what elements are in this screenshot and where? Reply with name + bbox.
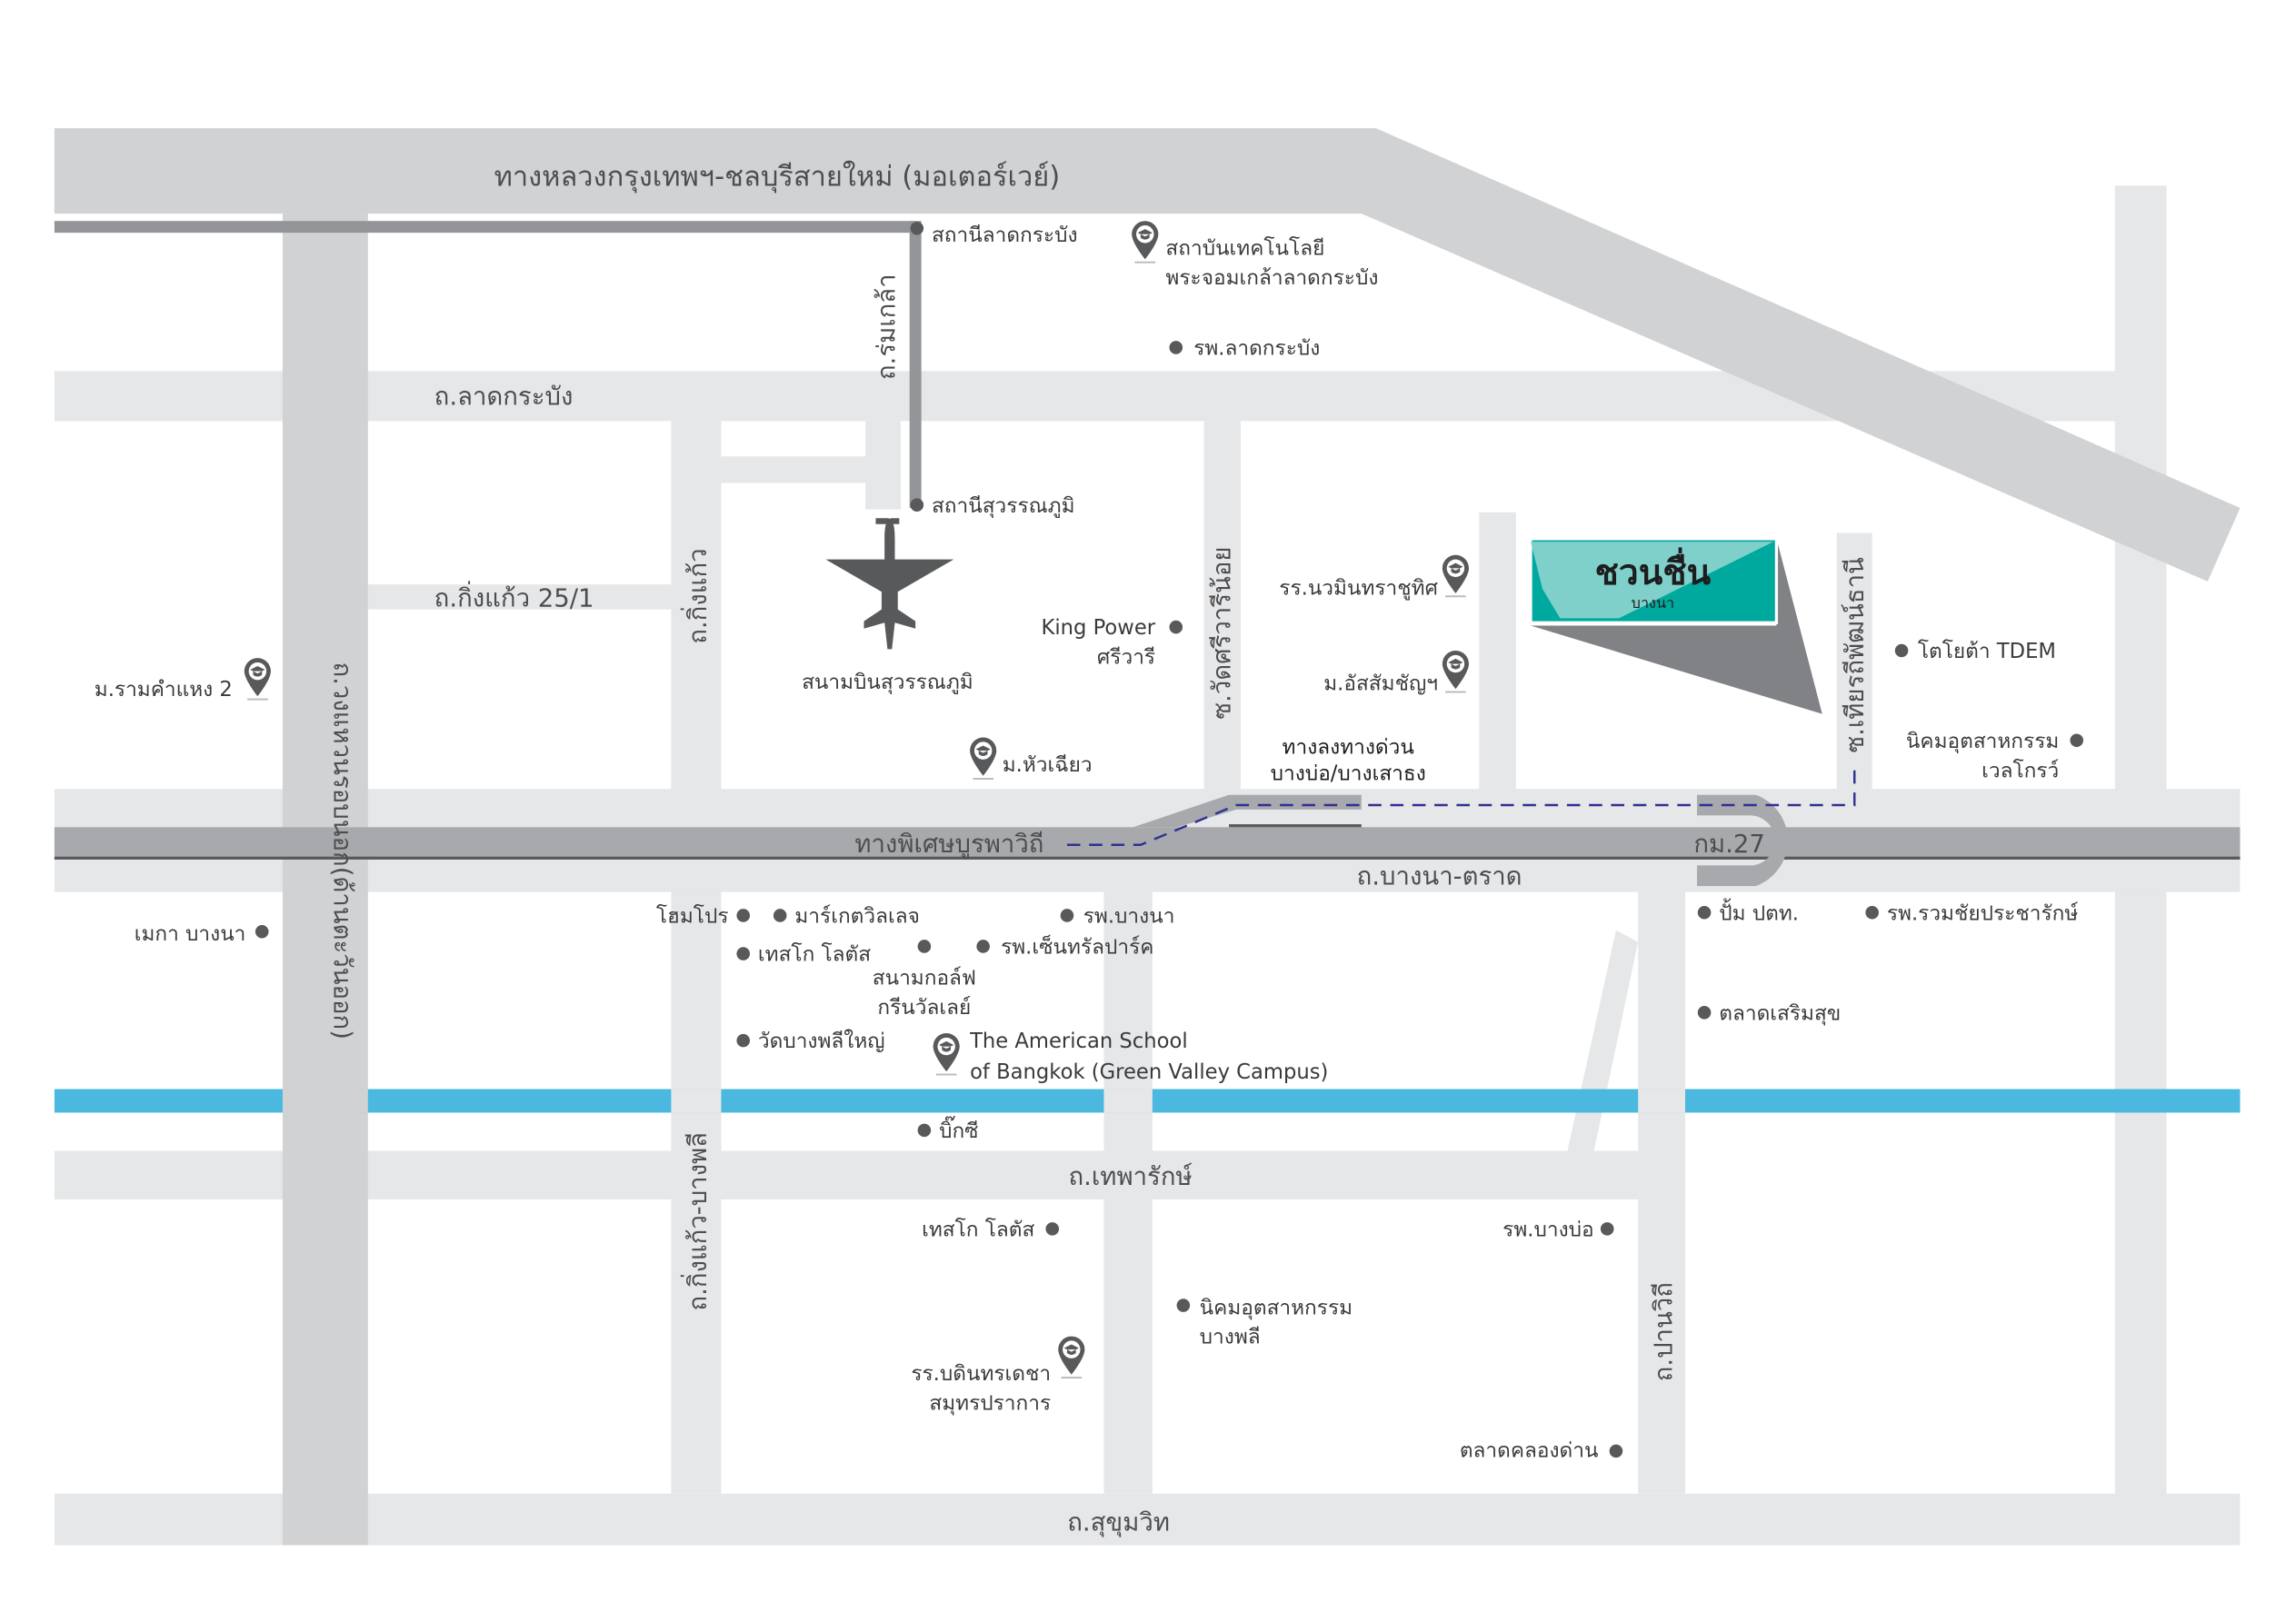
place-soemsuk: ตลาดเสริมสุข bbox=[1719, 1001, 1841, 1025]
place-ruamchai: รพ.รวมชัยประชารักษ์ bbox=[1887, 901, 2079, 925]
label-ring-road: ถ.วงแหวนรอบนอก(ด้านตะวันออก) bbox=[328, 662, 357, 1040]
school-pin-icon bbox=[970, 737, 997, 781]
place-suvarnabhumi-station: สถานีสุวรรณภูมิ bbox=[932, 494, 1075, 518]
place-kmitl-2: พระจอมเกล้าลาดกระบัง bbox=[1165, 266, 1378, 290]
u-turn-km27 bbox=[1696, 794, 1788, 887]
label-theparak: ถ.เทพารักษ์ bbox=[1069, 1162, 1193, 1191]
place-toyota: โตโยต้า TDEM bbox=[1918, 639, 2056, 663]
place-bangna-hospital: รพ.บางนา bbox=[1083, 905, 1175, 929]
place-king-power-2: ศรีวารี bbox=[1097, 646, 1155, 670]
label-rom-klao: ถ.ร่มเกล้า bbox=[872, 274, 901, 380]
label-wat-si-wari: ซ.วัดศรีวารีน้อย bbox=[1208, 547, 1237, 720]
expressway-ramp bbox=[1133, 794, 1362, 828]
place-wat-bang-phli: วัดบางพลีใหญ่ bbox=[758, 1029, 885, 1053]
place-golf-1: สนามกอล์ฟ bbox=[873, 966, 976, 990]
place-bang-bo-hospital: รพ.บางบ่อ bbox=[1502, 1218, 1593, 1241]
label-lat-krabang: ถ.ลาดกระบัง bbox=[434, 383, 574, 412]
place-wellgrow-2: เวลโกรว์ bbox=[1982, 758, 2059, 782]
road-wat-si-wari bbox=[1203, 421, 1242, 795]
school-pin-icon bbox=[1132, 221, 1159, 264]
place-ramkhamhaeng2: ม.รามคำแหง 2 bbox=[95, 678, 233, 702]
label-expressway-exit-1: ทางลงทางด่วน bbox=[1283, 735, 1414, 759]
label-burapha: ทางพิเศษบูรพาวิถี bbox=[854, 830, 1043, 860]
place-lat-krabang-station: สถานีลาดกระบัง bbox=[932, 224, 1078, 247]
label-king-kaew: ถ.กิ่งแก้ว bbox=[681, 548, 713, 643]
place-tesco-1: เทสโก โลตัส bbox=[758, 942, 871, 967]
place-assumption: ม.อัสสัมชัญฯ bbox=[1323, 672, 1438, 696]
project-name: ชวนชื่น bbox=[1595, 547, 1712, 593]
route-line bbox=[1066, 768, 1856, 846]
places: สถานีลาดกระบัง สถาบันเทคโนโลยี พระจอมเกล… bbox=[95, 221, 2084, 1462]
road-rom-klao-light bbox=[865, 421, 901, 510]
motorway bbox=[54, 128, 2241, 582]
project-sub: บางนา bbox=[1632, 594, 1674, 612]
place-king-power-1: King Power bbox=[1041, 616, 1155, 640]
school-pin-icon bbox=[244, 658, 271, 701]
place-kmitl-1: สถาบันเทคโนโลยี bbox=[1165, 235, 1324, 260]
school-pin-icon bbox=[933, 1033, 960, 1076]
label-expressway-exit-2: บางบ่อ/บางเสาธง bbox=[1271, 761, 1426, 785]
place-big-c: บิ๊กซี bbox=[939, 1116, 978, 1143]
road-diagonal bbox=[1567, 930, 1639, 1151]
place-bang-phli-estate-2: บางพลี bbox=[1200, 1326, 1261, 1349]
ramp-line bbox=[1229, 824, 1362, 828]
place-mega: เมกา บางนา bbox=[135, 922, 246, 946]
label-pan-withi: ถ.ปานวิถี bbox=[1649, 1282, 1678, 1381]
road-ring bbox=[282, 214, 368, 1546]
expressway-edge bbox=[54, 856, 2241, 860]
place-bundit-school-1: รร.บดินทรเดชา bbox=[911, 1362, 1051, 1386]
rail-line bbox=[54, 221, 916, 234]
place-american-school-2: of Bangkok (Green Valley Campus) bbox=[970, 1060, 1328, 1084]
place-bundit-school-2: สมุทรปราการ bbox=[929, 1392, 1051, 1416]
road-king-kaew bbox=[671, 421, 722, 1494]
place-homepro: โฮมโปร bbox=[656, 904, 729, 929]
school-pin-icon bbox=[1058, 1336, 1085, 1379]
place-airport: สนามบินสุวรรณภูมิ bbox=[802, 671, 973, 694]
road-pan-over bbox=[1638, 1089, 1686, 1113]
place-lat-krabang-hospital: รพ.ลาดกระบัง bbox=[1193, 337, 1320, 361]
place-khlong-dan: ตลาดคลองด่าน bbox=[1460, 1438, 1599, 1462]
place-golf-2: กรีนวัลเลย์ bbox=[877, 995, 971, 1020]
place-ptt: ปั้ม ปตท. bbox=[1719, 898, 1799, 925]
road-pan-withi bbox=[1638, 891, 1686, 1494]
road-king-kaew-25-1 bbox=[367, 584, 672, 610]
place-central-park-hospital: รพ.เซ็นทรัลปาร์ค bbox=[1001, 934, 1153, 960]
place-tesco-2: เทสโก โลตัส bbox=[922, 1217, 1034, 1241]
road-link bbox=[721, 456, 869, 483]
place-american-school-1: The American School bbox=[969, 1030, 1188, 1053]
airplane-icon bbox=[825, 518, 954, 650]
label-king-kaew-25-1: ถ.กิ่งแก้ว 25/1 bbox=[434, 581, 594, 612]
road-ring-over bbox=[282, 1089, 368, 1113]
school-pin-icon bbox=[1442, 651, 1469, 693]
place-hua-chiew: ม.หัวเฉียว bbox=[1003, 753, 1093, 777]
label-king-kaew-bang-phli: ถ.กิ่งแก้ว-บางพลี bbox=[681, 1132, 713, 1311]
label-bangna-trat: ถ.บางนา-ตราด bbox=[1357, 861, 1522, 891]
place-wellgrow-1: นิคมอุตสาหกรรม bbox=[1906, 730, 2059, 753]
label-sukhumvit: ถ.สุขุมวิท bbox=[1067, 1508, 1170, 1537]
road-thianrat bbox=[1836, 532, 1872, 795]
road-mid-over bbox=[1103, 1089, 1153, 1113]
label-motorway: ทางหลวงกรุงเทพฯ-ชลบุรีสายใหม่ (มอเตอร์เว… bbox=[494, 160, 1061, 194]
place-market-village: มาร์เกตวิลเลจ bbox=[794, 904, 920, 929]
road-king-kaew-over bbox=[671, 1089, 722, 1113]
project-marker: ชวนชื่น บางนา bbox=[1529, 537, 1822, 714]
road-soi-1005 bbox=[1479, 512, 1516, 795]
rail-rom-klao bbox=[909, 221, 922, 508]
place-nawamin-school: รร.นวมินทราชูทิศ bbox=[1279, 576, 1438, 600]
school-pin-icon bbox=[1442, 554, 1469, 598]
label-thianrat: ซ.เทียรถีพัฒน์ธานี bbox=[1841, 557, 1870, 753]
road-sukhumvit bbox=[54, 1493, 2241, 1546]
expressway-burapha bbox=[54, 827, 2241, 860]
label-km27: กม.27 bbox=[1693, 830, 1765, 859]
place-bang-phli-estate-1: นิคมอุตสาหกรรม bbox=[1200, 1296, 1353, 1319]
